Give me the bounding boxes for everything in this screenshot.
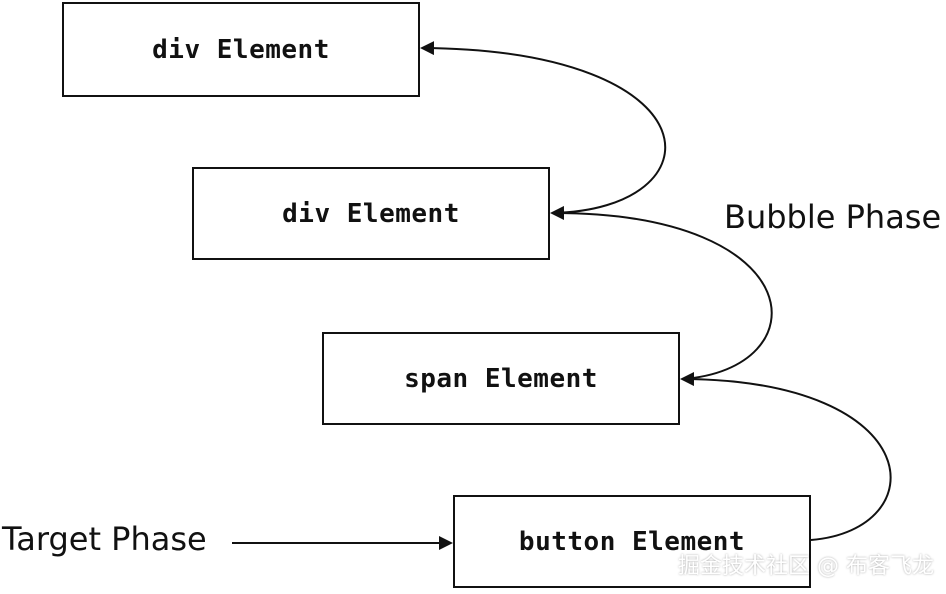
div-element-inner-box: div Element <box>192 167 550 260</box>
target-phase-label: Target Phase <box>2 520 207 558</box>
div-element-outer-label: div Element <box>152 34 330 65</box>
button-element-box: button Element <box>453 495 811 588</box>
span-element-box: span Element <box>322 332 680 425</box>
div-element-inner-label: div Element <box>282 198 460 229</box>
span-element-label: span Element <box>404 363 598 394</box>
button-element-label: button Element <box>518 526 746 557</box>
div-element-outer-box: div Element <box>62 2 420 97</box>
watermark: 掘金技术社区 @ 布客飞龙 <box>678 554 934 579</box>
bubble-phase-label: Bubble Phase <box>724 198 942 236</box>
